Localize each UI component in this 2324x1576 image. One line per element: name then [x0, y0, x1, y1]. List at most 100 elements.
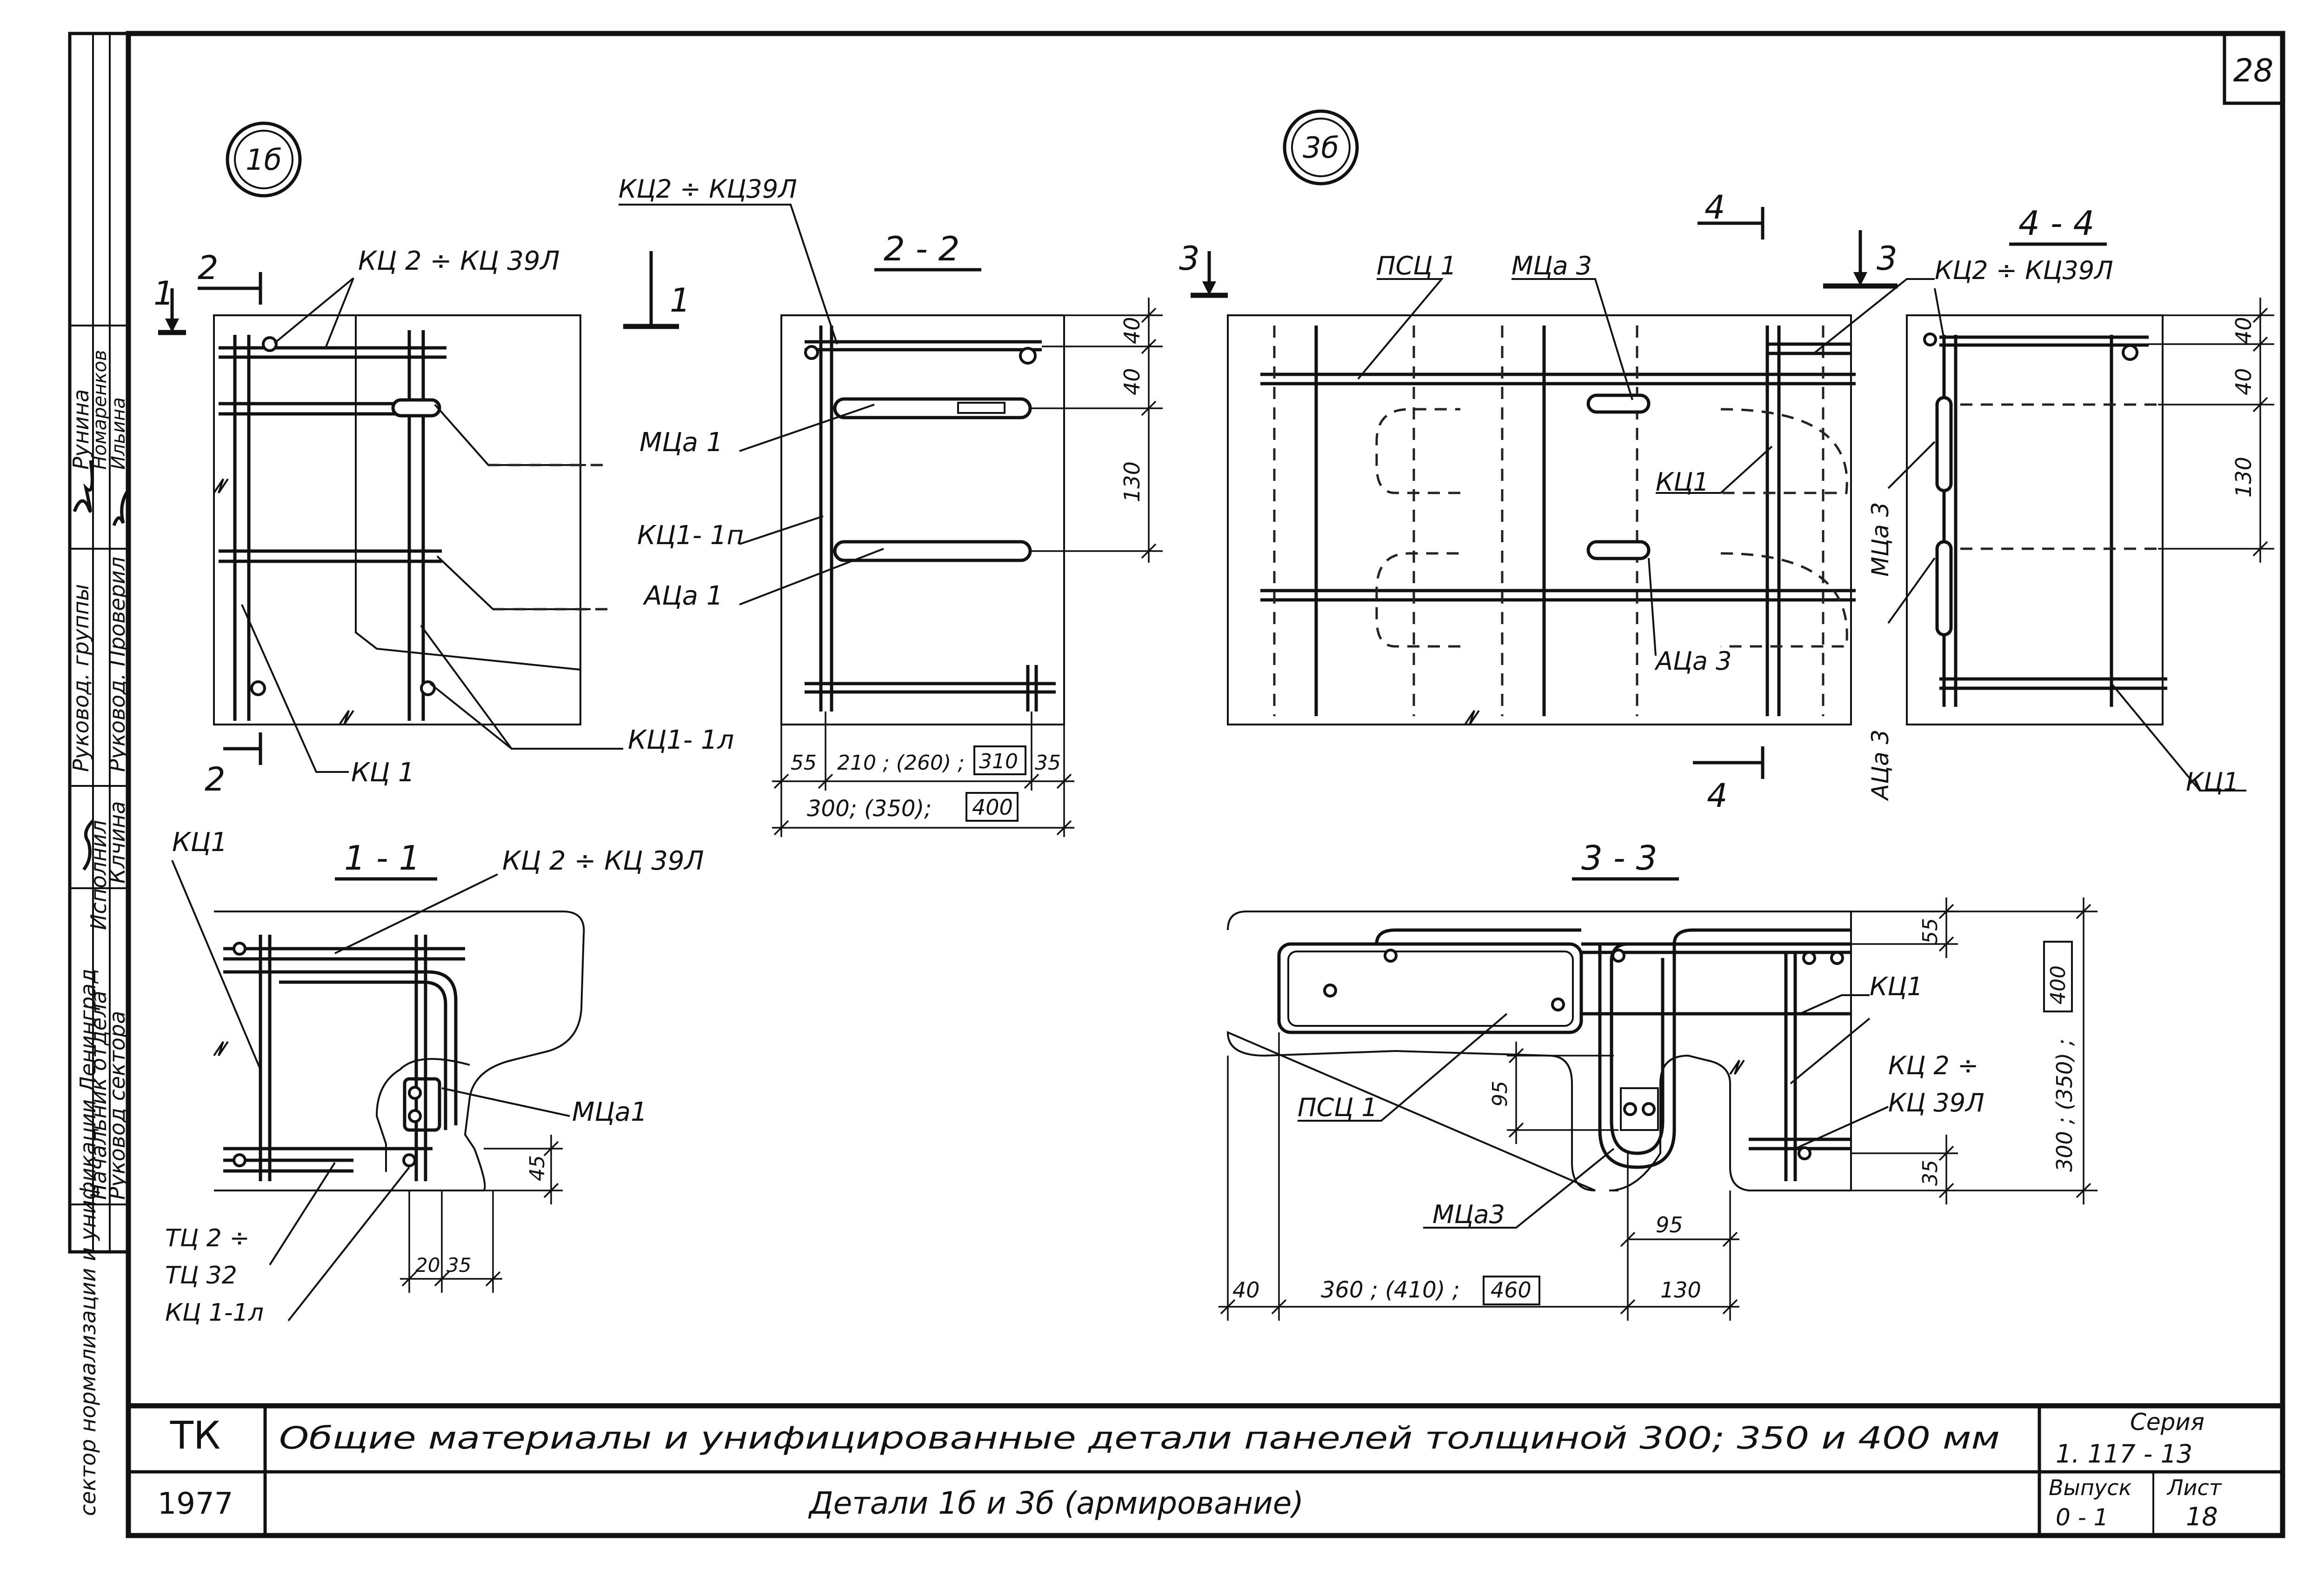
section-1-1-label-kc2: КЦ 2 ÷ КЦ 39Л: [502, 846, 704, 876]
view-3b: [1227, 314, 1856, 725]
series-label: Серия: [2130, 1409, 2204, 1436]
section-1-1-label-tc2a: ТЦ 2 ÷: [165, 1224, 250, 1252]
cut-1-top-label: 1: [153, 274, 174, 313]
dim-3-3-35: 35: [1918, 1160, 1942, 1186]
label-kc1-d: КЦ1: [2186, 767, 2239, 797]
issue-label: Выпуск: [2049, 1475, 2131, 1500]
dim-4-4-40b: 40: [2231, 368, 2256, 395]
dim-1-1-45: 45: [526, 1155, 549, 1181]
dim-2-2-total-box: 400: [972, 795, 1013, 820]
dim-1-1-35: 35: [446, 1254, 471, 1277]
cut-2-top-label: 2: [198, 249, 219, 287]
section-1-1: [213, 911, 585, 1293]
dim-3-3-right: 300 ; (350) ;: [2052, 1039, 2077, 1172]
label-kc1-1p: КЦ1- 1п: [637, 520, 744, 551]
signature-scribble: [82, 819, 94, 871]
title-code: ТК: [170, 1414, 220, 1458]
sheet-value: 18: [2186, 1502, 2218, 1531]
label-kc1-a: КЦ 1: [351, 758, 415, 788]
dim-2-2-210: 210 ; (260) ;: [837, 751, 965, 775]
cut-4-top-label: 4: [1705, 188, 1725, 226]
callout-left: [226, 121, 302, 198]
series-value: 1. 117 - 13: [2056, 1439, 2192, 1469]
label-psc1-b: ПСЦ 1: [1298, 1093, 1378, 1122]
dim-3-3-130: 130: [1660, 1277, 1701, 1303]
dim-2-2-55: 55: [791, 751, 817, 775]
section-2-2: [772, 298, 1163, 837]
label-aca1: АЦа 1: [643, 581, 723, 611]
callout-right: [1283, 109, 1359, 186]
cut-3-right-label: 3: [1877, 239, 1898, 278]
dim-4-4-130: 130: [2231, 457, 2256, 498]
callout-right-label: 3б: [1303, 131, 1339, 165]
view-1b: [213, 314, 581, 725]
section-4-4: [1906, 298, 2274, 725]
role-department-head: Начальник отдела: [86, 991, 111, 1200]
label-psc1-a: ПСЦ 1: [1377, 251, 1457, 280]
dim-3-3-95v: 95: [1488, 1081, 1512, 1107]
title-year: 1977: [158, 1487, 233, 1521]
cut-2-bottom-label: 2: [205, 760, 226, 798]
section-1-1-label-kc1: КЦ1: [172, 827, 227, 858]
name-lower: Клчина: [105, 801, 130, 884]
dim-3-3-95h: 95: [1656, 1212, 1683, 1237]
title-main: Общие материалы и унифицированные детали…: [279, 1420, 2000, 1456]
dim-3-3-40: 40: [1232, 1277, 1260, 1303]
name-1: Рунина: [68, 389, 93, 470]
cut-mark-1-top: [158, 251, 679, 765]
role-group-lead: Руковод. группы: [68, 584, 93, 772]
dim-2-2-total: 300; (350);: [807, 796, 932, 822]
dim-1-1-20: 20: [415, 1254, 440, 1277]
title-sub: Детали 1б и 3б (армирование): [808, 1485, 1304, 1521]
leaders-1b: [241, 277, 623, 773]
dim-2-2-40a: 40: [1119, 317, 1145, 344]
organization-name: сектор нормализации и унификации Ленингр…: [75, 969, 100, 1516]
name-3: Ильина: [108, 397, 129, 470]
label-kc2-kc39-b: КЦ2 ÷ КЦ39Л: [619, 174, 797, 204]
label-kc1-e: КЦ1: [1870, 972, 1923, 1001]
label-kc2-kc39-a: КЦ 2 ÷ КЦ 39Л: [358, 246, 560, 276]
leaders-1-1: [171, 860, 570, 1322]
dim-3-3-360: 360 ; (410) ;: [1321, 1277, 1460, 1303]
cut-marks-3b: [1191, 207, 1898, 779]
cut-4-bottom-label: 4: [1707, 777, 1728, 815]
signature-scribble: [73, 460, 94, 513]
leaders-4-4: [1813, 278, 2246, 791]
role-executed: Исполнил: [86, 820, 111, 930]
label-kc2-split-a: КЦ 2 ÷: [1888, 1051, 1978, 1080]
dim-3-3-460: 460: [1491, 1277, 1532, 1303]
callout-left-label: 1б: [246, 143, 282, 177]
label-kc1-1l-a: КЦ1- 1л: [628, 725, 734, 755]
label-aca3-b: АЦа 3: [1867, 730, 1894, 801]
role-sector-head: Руковод сектора: [105, 1011, 130, 1200]
leaders-3-3: [1298, 994, 1889, 1229]
dim-2-2-35: 35: [1035, 751, 1061, 775]
dim-2-2-130: 130: [1119, 461, 1145, 502]
dim-2-2-310: 310: [979, 750, 1018, 773]
section-title-2-2: 2 - 2: [884, 229, 959, 268]
section-1-1-label-mca1: МЦа1: [572, 1097, 647, 1127]
label-aca3-a: АЦа 3: [1654, 646, 1731, 676]
dim-4-4-40a: 40: [2231, 317, 2256, 344]
section-3-3: [1219, 898, 2098, 1321]
name-2: Номаренков: [89, 350, 111, 470]
role-checked: Руковод. Проверил: [105, 557, 130, 772]
section-title-3-3: 3 - 3: [1581, 838, 1657, 878]
signature-scribble: [112, 490, 129, 526]
cut-3-left-label: 3: [1179, 239, 1200, 278]
label-kc2-kc39-d: КЦ2 ÷ КЦ39Л: [1935, 256, 2113, 285]
dim-3-3-right-box: 400: [2046, 965, 2070, 1004]
section-1-1-label-kc1-1l: КЦ 1-1л: [165, 1299, 264, 1327]
dim-2-2-40b: 40: [1119, 368, 1145, 395]
page-number: 28: [2233, 53, 2274, 89]
section-1-1-label-tc2b: ТЦ 32: [165, 1262, 237, 1290]
leaders-2-2: [488, 204, 884, 611]
section-title-1-1: 1 - 1: [344, 838, 420, 878]
cut-1-top-b-label: 1: [670, 281, 691, 319]
issue-value: 0 - 1: [2056, 1504, 2108, 1531]
leaders-3b: [1357, 278, 1773, 656]
label-mca3-a: МЦа 3: [1512, 251, 1592, 280]
section-title-4-4: 4 - 4: [2018, 204, 2094, 243]
label-mca1-a: МЦа 1: [639, 427, 723, 458]
signature-strip: [68, 32, 130, 1254]
